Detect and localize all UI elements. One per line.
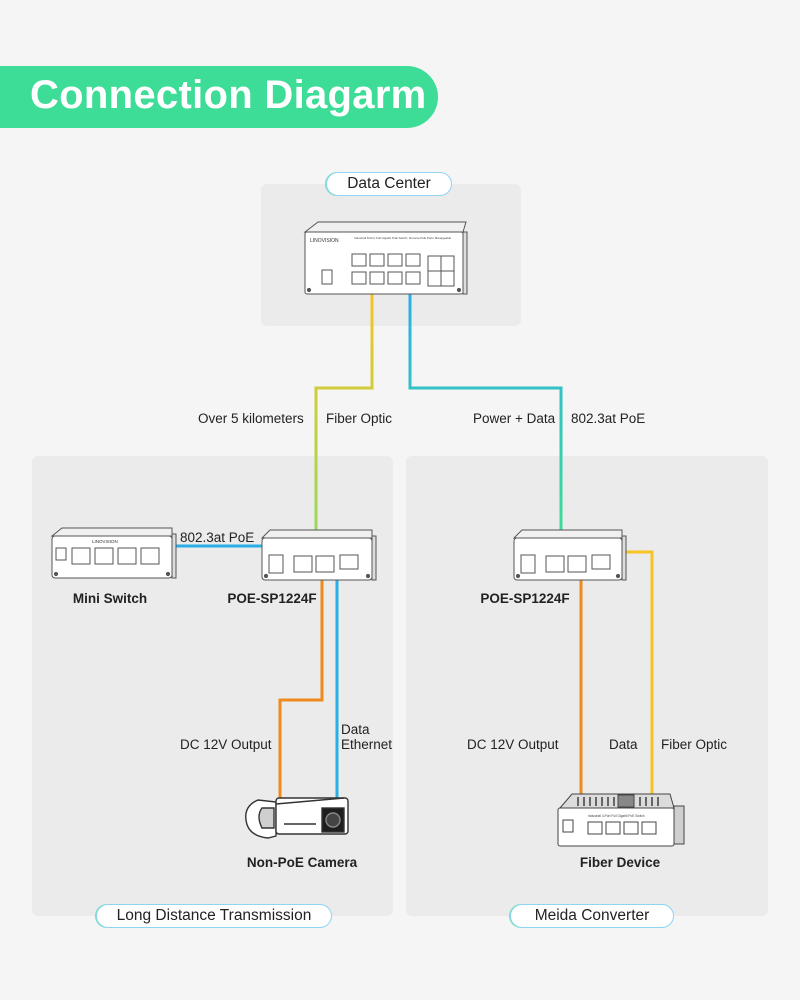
fiber-line-right bbox=[625, 550, 654, 795]
label-fiber-optic-right: Fiber Optic bbox=[661, 737, 728, 752]
section-pill-long-distance: Long Distance Transmission bbox=[96, 904, 332, 928]
main-switch-brand: LINOVISION bbox=[310, 238, 339, 244]
label-over-5km: Over 5 kilometers bbox=[198, 411, 304, 426]
device-label-camera: Non-PoE Camera bbox=[246, 855, 358, 870]
fiber-device-icon bbox=[557, 793, 685, 847]
main-switch-icon bbox=[303, 221, 468, 295]
label-data-left: Data bbox=[341, 722, 370, 737]
poe-extender-right-icon bbox=[512, 529, 627, 581]
label-fiber-optic-top: Fiber Optic bbox=[326, 411, 393, 426]
dc-line-left bbox=[278, 578, 324, 800]
label-ethernet-left: Ethernet bbox=[341, 737, 393, 752]
power-data-line-datacenter-to-right-poe bbox=[408, 290, 563, 530]
label-dc12v-left: DC 12V Output bbox=[180, 737, 272, 752]
device-label-fiber-device: Fiber Device bbox=[579, 855, 661, 870]
device-label-poe-right: POE-SP1224F bbox=[480, 591, 570, 606]
fiber-line-datacenter-to-left-poe bbox=[314, 290, 374, 530]
mini-switch-icon bbox=[50, 527, 177, 579]
title-banner bbox=[0, 66, 438, 128]
section-pill-media-converter: Meida Converter bbox=[510, 904, 674, 928]
label-power-data: Power + Data bbox=[473, 411, 556, 426]
main-switch-desc: Industrial 8-Port Full Gigabit PoE Switc… bbox=[354, 236, 452, 240]
label-8023at-top: 802.3at PoE bbox=[571, 411, 646, 426]
device-label-mini-switch: Mini Switch bbox=[72, 591, 148, 606]
device-label-poe-left: POE-SP1224F bbox=[227, 591, 317, 606]
label-8023at-left: 802.3at PoE bbox=[180, 530, 255, 545]
label-data-right: Data bbox=[609, 737, 638, 752]
poe-extender-left-icon bbox=[260, 529, 377, 581]
label-dc12v-right: DC 12V Output bbox=[467, 737, 559, 752]
page-title: Connection Diagarm bbox=[30, 73, 427, 117]
camera-icon bbox=[245, 797, 349, 839]
mini-switch-brand: LINOVISION bbox=[92, 539, 118, 544]
fiber-device-desc: Industrial 4-Port Full Gigabit PoE Switc… bbox=[588, 814, 645, 818]
section-pill-data-center: Data Center bbox=[326, 172, 452, 196]
